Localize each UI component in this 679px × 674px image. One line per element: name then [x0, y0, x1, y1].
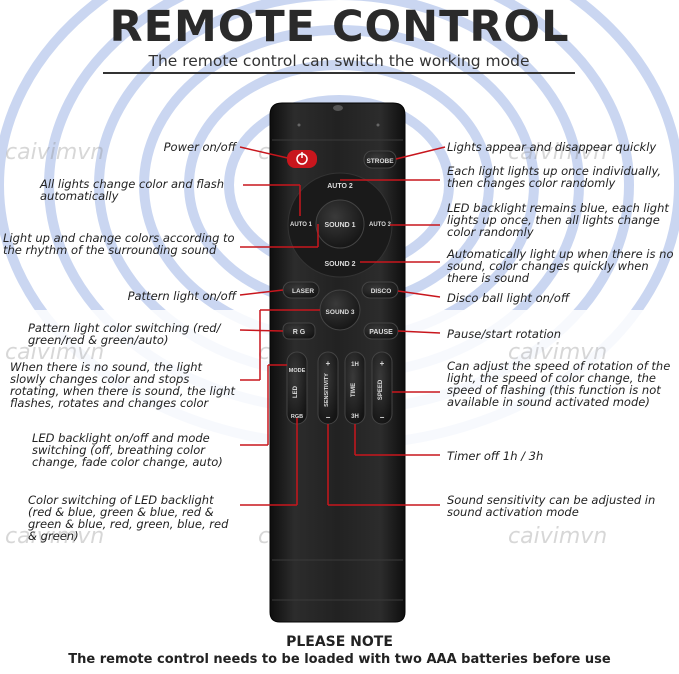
callout-strobe	[395, 146, 446, 160]
label-disco: Disco ball light on/off	[447, 291, 570, 305]
label-led-backlight: LED backlight on/off and mode switching …	[32, 431, 223, 469]
note-title: PLEASE NOTE	[286, 634, 393, 650]
pause-button[interactable]: PAUSE	[363, 322, 399, 340]
time-label: TIME	[351, 383, 357, 397]
label-sensitivity: Sound sensitivity can be adjusted in sou…	[447, 493, 656, 519]
label-speed: Can adjust the speed of rotation of the …	[447, 359, 671, 409]
label-color-switching: Color switching of LED backlight (red & …	[28, 493, 229, 543]
page-title: REMOTE CONTROL	[109, 2, 570, 52]
label-no-sound: When there is no sound, the light slowly…	[10, 360, 236, 410]
time-3h-label: 3H	[351, 414, 359, 420]
laser-label: LASER	[292, 288, 314, 295]
page-subtitle: The remote control can switch the workin…	[103, 52, 575, 74]
strobe-label: STROBE	[366, 158, 394, 165]
sensitivity-minus-label: −	[326, 413, 331, 422]
speed-label: SPEED	[378, 379, 384, 400]
label-each-light: Each light lights up once individually, …	[447, 164, 662, 190]
speed-button-column[interactable]: + SPEED −	[371, 351, 393, 425]
disco-button[interactable]: DISCO	[361, 281, 399, 299]
label-auto-no-sound: Automatically light up when there is no …	[447, 247, 674, 285]
auto1-label[interactable]: AUTO 1	[290, 222, 313, 228]
speed-plus-label: +	[380, 359, 385, 368]
strobe-button[interactable]: STROBE	[363, 150, 397, 169]
label-all-lights: All lights change color and flash automa…	[40, 177, 225, 203]
auto3-label[interactable]: AUTO 3	[369, 222, 392, 228]
sound3-label: SOUND 3	[326, 309, 355, 316]
sound1-button[interactable]: SOUND 1	[315, 199, 365, 249]
callout-rg	[239, 329, 284, 332]
label-pattern-color: Pattern light color switching (red/ gree…	[28, 321, 221, 347]
label-pattern-on: Pattern light on/off	[127, 289, 236, 303]
disco-label: DISCO	[371, 288, 392, 295]
label-led-blue: LED backlight remains blue, each light l…	[447, 201, 669, 239]
callout-power	[239, 146, 293, 160]
label-light-up: Light up and change colors according to …	[3, 231, 235, 257]
led-label: LED	[293, 385, 299, 398]
callout-pause	[397, 330, 441, 334]
time-1h-label: 1H	[351, 362, 359, 368]
rgb-label: RGB	[291, 414, 303, 420]
mode-label: MODE	[289, 368, 306, 374]
sensitivity-label: SENSITIVITY	[324, 373, 330, 407]
label-timer: Timer off 1h / 3h	[447, 449, 544, 463]
note-text: The remote control needs to be loaded wi…	[68, 652, 611, 667]
pause-label: PAUSE	[369, 329, 393, 336]
watermark: caivimvn	[508, 140, 608, 165]
callout-laser	[239, 289, 284, 296]
auto2-label[interactable]: AUTO 2	[327, 183, 353, 190]
sensitivity-plus-label: +	[326, 359, 331, 368]
watermark: caivimvn	[5, 340, 105, 365]
watermark: caivimvn	[5, 140, 105, 165]
sound1-label: SOUND 1	[324, 222, 355, 229]
time-button-column[interactable]: 1H TIME 3H	[344, 351, 366, 425]
speed-minus-label: −	[380, 413, 385, 422]
rg-button[interactable]: R G	[282, 322, 316, 340]
callout-disco	[397, 290, 441, 298]
watermark: caivimvn	[508, 524, 608, 549]
rg-label: R G	[293, 329, 306, 336]
label-power: Power on/off	[163, 140, 236, 154]
watermark: caivimvn	[5, 524, 105, 549]
label-pause: Pause/start rotation	[447, 327, 562, 341]
label-strobe: Lights appear and disappear quickly	[447, 140, 657, 154]
sound2-label[interactable]: SOUND 2	[324, 261, 355, 268]
watermark: caivimvn	[508, 340, 608, 365]
power-button[interactable]	[287, 150, 317, 168]
